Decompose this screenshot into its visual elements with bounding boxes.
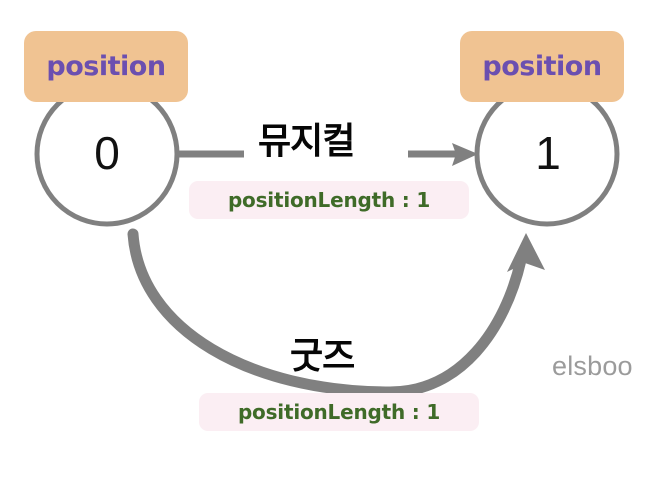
- edge-top-arrowhead: [452, 143, 478, 166]
- node-label-1: 1: [535, 127, 561, 179]
- edge-label-top: 뮤지컬: [258, 121, 355, 162]
- edge-bottom-curve: [127, 228, 527, 398]
- node-attribute-badge-1: position: [460, 31, 624, 102]
- edge-meta-badge-bottom: positionLength : 1: [199, 393, 479, 431]
- edge-label-bottom: 굿즈: [290, 336, 355, 377]
- node-attribute-badge-0-label: position: [46, 51, 166, 82]
- node-label-0: 0: [94, 127, 120, 179]
- watermark-text: elsboo: [552, 351, 633, 381]
- edge-meta-badge-bottom-label: positionLength : 1: [237, 400, 441, 424]
- edge-meta-badge-top: positionLength : 1: [189, 181, 469, 219]
- node-attribute-badge-1-label: position: [482, 51, 602, 82]
- edge-bottom-arrowhead: [507, 233, 545, 272]
- edge-meta-badge-top-label: positionLength : 1: [227, 188, 431, 212]
- node-attribute-badge-0: position: [24, 31, 188, 102]
